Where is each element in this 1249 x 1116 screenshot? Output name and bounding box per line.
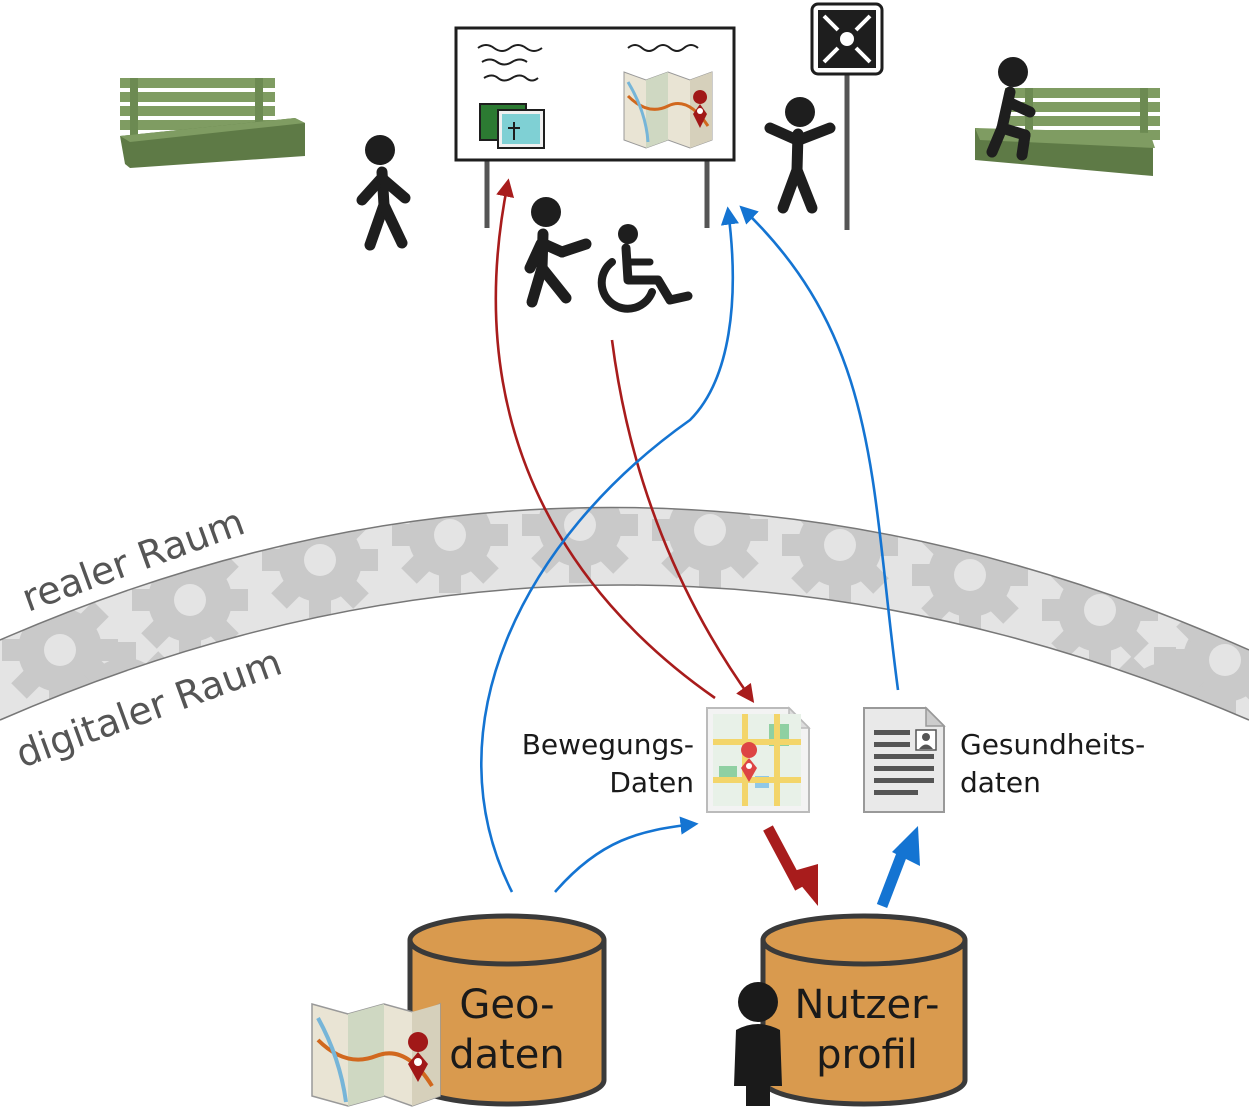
bench-icon (120, 78, 305, 168)
movement-data-label: Bewegungs- Daten (478, 726, 694, 802)
gear-band (0, 506, 1249, 721)
database-icon (407, 913, 607, 1107)
meeting-point-sign-icon (810, 2, 884, 230)
photo-icon (479, 103, 545, 149)
blue-arrow-health-to-board (739, 205, 900, 691)
geo-database-label: Geo- daten (420, 980, 594, 1080)
movement-data-label-line1: Bewegungs- (521, 728, 694, 761)
red-thick-arrowhead (790, 864, 818, 906)
health-data-label-line1: Gesundheits- (960, 728, 1146, 761)
database-icon (760, 913, 968, 1107)
blue-thick-arrowhead (892, 826, 920, 866)
person-walking-icon (356, 135, 411, 251)
health-data-label: Gesundheits- daten (960, 726, 1200, 802)
red-arrow-to-board (494, 178, 716, 700)
geo-database-label-line1: Geo- (459, 982, 555, 1028)
map-icon (623, 71, 713, 149)
red-thick-arrow (763, 825, 805, 891)
red-arrow-movement (610, 339, 755, 703)
movement-data-label-line2: Daten (609, 766, 694, 799)
user-silhouette-icon (734, 982, 782, 1106)
user-database-label-line1: Nutzer- (794, 982, 940, 1028)
person-arms-raised-icon (764, 97, 836, 214)
map-icon (311, 1002, 441, 1107)
person-sitting-icon (986, 57, 1036, 161)
user-database-label-line2: profil (816, 1032, 918, 1078)
wheelchair-icon (597, 224, 693, 313)
geo-database-label-line2: daten (449, 1032, 565, 1078)
blue-arrow-geo-to-board (480, 206, 739, 893)
document-profile-icon (863, 706, 946, 813)
flow-arrows (480, 178, 900, 893)
health-data-label-line2: daten (960, 766, 1041, 799)
person-walking-icon (524, 197, 592, 308)
document-map-icon (706, 706, 811, 813)
blue-arrow-geo-to-movement (554, 816, 699, 893)
user-database-label: Nutzer- profil (772, 980, 962, 1080)
info-board-icon (454, 26, 736, 228)
